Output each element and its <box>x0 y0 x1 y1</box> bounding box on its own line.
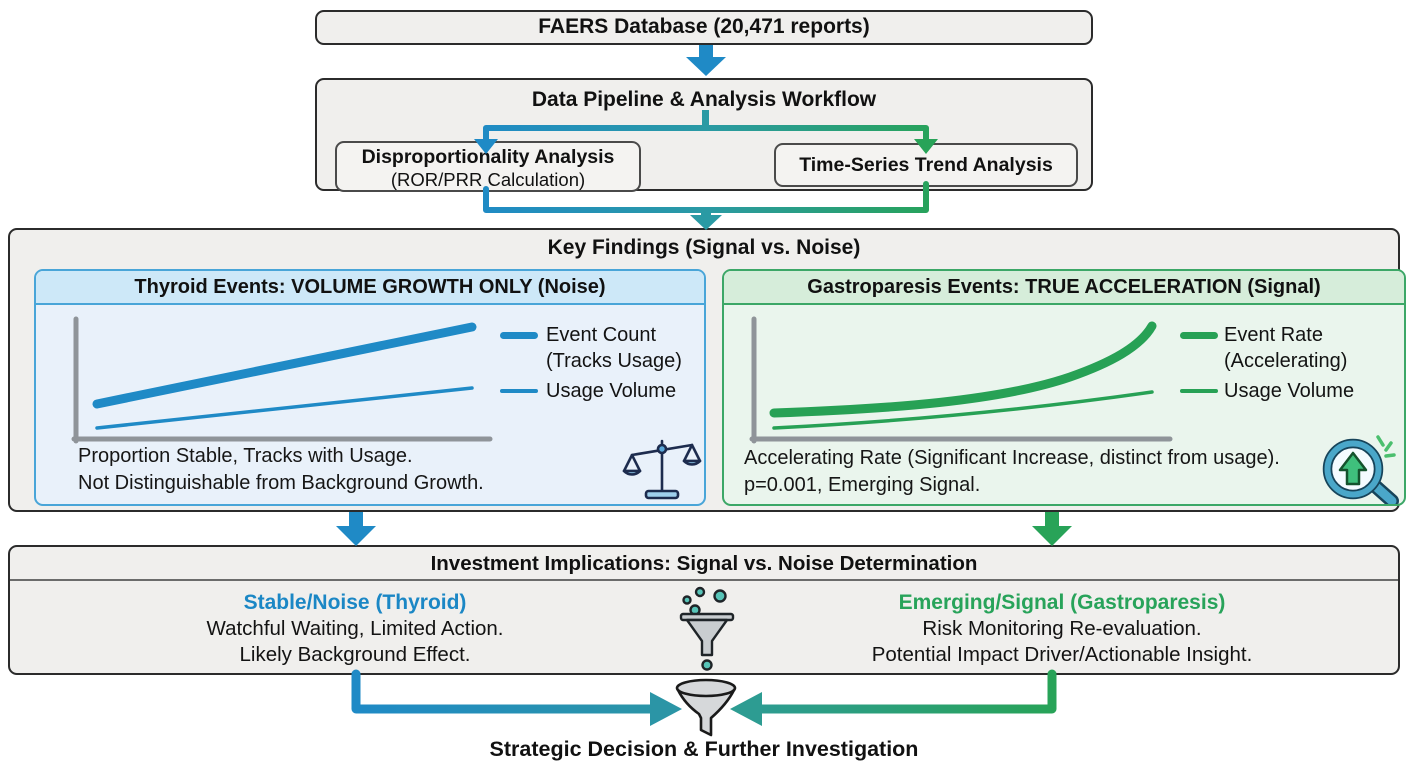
arrow-faers-to-pipeline <box>686 45 726 76</box>
magnifier-growth-icon <box>1322 435 1399 504</box>
legend-usage-volume: Usage Volume <box>1224 380 1355 402</box>
thyroid-panel-header: Thyroid Events: VOLUME GROWTH ONLY (Nois… <box>36 271 704 305</box>
disproportionality-line2: (ROR/PRR Calculation) <box>390 169 586 190</box>
legend-dash-thick <box>500 332 538 339</box>
thyroid-implication-column: Stable/Noise (Thyroid) Watchful Waiting,… <box>45 589 665 668</box>
legend-dash-thick <box>1180 332 1218 339</box>
time-series-analysis-box: Time-Series Trend Analysis <box>774 143 1078 187</box>
connector-right-to-funnel <box>730 669 1057 726</box>
thyroid-caption: Proportion Stable, Tracks with Usage. No… <box>78 445 484 494</box>
legend-event-count: Event Count (Tracks Usage) <box>546 324 682 372</box>
faers-database-box: FAERS Database (20,471 reports) <box>315 10 1093 45</box>
faers-database-label: FAERS Database (20,471 reports) <box>538 15 870 38</box>
arrow-thyroid-to-implications <box>336 512 376 546</box>
thyroid-implication-heading: Stable/Noise (Thyroid) <box>243 591 467 614</box>
implications-title: Investment Implications: Signal vs. Nois… <box>10 547 1398 581</box>
balance-scale-icon <box>622 439 702 500</box>
event-rate-curve <box>769 321 1157 418</box>
time-series-label: Time-Series Trend Analysis <box>799 153 1053 176</box>
footer-label: Strategic Decision & Further Investigati… <box>489 737 919 761</box>
funnel-icon <box>675 678 737 737</box>
investment-implications-box: Investment Implications: Signal vs. Nois… <box>8 545 1400 675</box>
gastroparesis-caption: Accelerating Rate (Significant Increase,… <box>744 447 1280 496</box>
thyroid-implication-line1: Watchful Waiting, Limited Action. <box>206 617 504 640</box>
key-findings-box: Key Findings (Signal vs. Noise) Thyroid … <box>8 228 1406 512</box>
connector-left-to-funnel <box>351 669 682 726</box>
gastroparesis-implication-line1: Risk Monitoring Re-evaluation. <box>922 617 1202 640</box>
gastroparesis-chart <box>749 316 1173 444</box>
gastroparesis-implication-heading: Emerging/Signal (Gastroparesis) <box>898 591 1226 614</box>
arrow-gastro-to-implications <box>1032 512 1072 546</box>
disproportionality-analysis-box: Disproportionality Analysis (ROR/PRR Cal… <box>335 141 641 192</box>
thyroid-panel: Thyroid Events: VOLUME GROWTH ONLY (Nois… <box>34 269 706 506</box>
legend-event-rate: Event Rate (Accelerating) <box>1224 324 1348 372</box>
usage-volume-line <box>95 386 474 430</box>
data-pipeline-box: Data Pipeline & Analysis Workflow Dispro… <box>315 78 1093 192</box>
funnel-dots-icon <box>679 586 735 671</box>
event-count-line <box>92 322 477 409</box>
thyroid-implication-line2: Likely Background Effect. <box>239 643 471 666</box>
legend-dash-thin <box>1180 389 1218 393</box>
gastroparesis-implication-line2: Potential Impact Driver/Actionable Insig… <box>871 643 1253 666</box>
gastroparesis-implication-column: Emerging/Signal (Gastroparesis) Risk Mon… <box>752 589 1372 668</box>
usage-volume-line <box>772 390 1154 430</box>
gastroparesis-panel-header: Gastroparesis Events: TRUE ACCELERATION … <box>724 271 1404 305</box>
key-findings-title: Key Findings (Signal vs. Noise) <box>547 236 861 259</box>
legend-usage-volume: Usage Volume <box>546 380 677 402</box>
data-pipeline-title: Data Pipeline & Analysis Workflow <box>531 88 877 111</box>
legend-dash-thin <box>500 389 538 393</box>
gastroparesis-panel: Gastroparesis Events: TRUE ACCELERATION … <box>722 269 1406 506</box>
disproportionality-line1: Disproportionality Analysis <box>361 146 615 168</box>
thyroid-chart <box>71 316 493 444</box>
